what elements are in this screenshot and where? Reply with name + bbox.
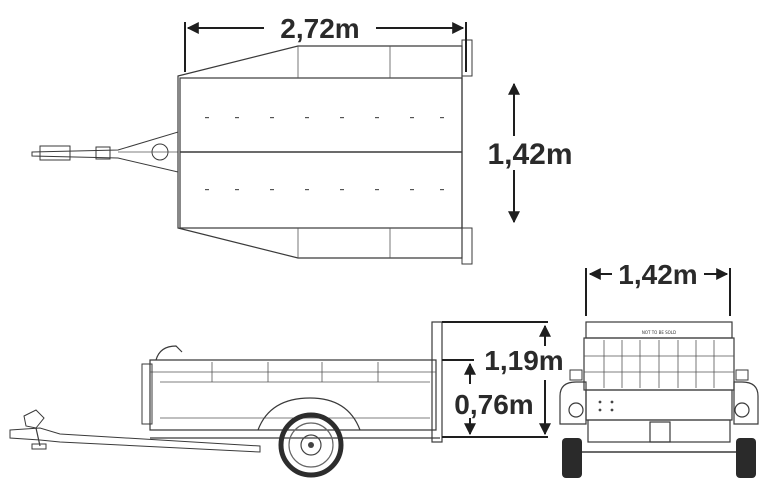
height-bed-label: 0,76m [454, 389, 533, 420]
side-wheel [278, 412, 344, 478]
length-label: 2,72m [280, 13, 359, 44]
width-dimension-top: 1,42m [487, 82, 573, 224]
height-total-label: 1,19m [484, 345, 563, 376]
width-dimension-rear: 1,42m [585, 259, 731, 316]
rear-plate-text: NOT TO BE SOLD [642, 330, 676, 335]
length-dimension: 2,72m [184, 13, 467, 72]
top-bed [177, 39, 473, 265]
top-view: 2,72m 1,42m [31, 13, 573, 265]
side-drawbar [9, 409, 261, 453]
top-drawbar [31, 131, 179, 173]
side-box [141, 321, 443, 443]
width-top-label: 1,42m [487, 138, 572, 171]
height-dimensions: 1,19m 0,76m [442, 321, 564, 438]
side-view: 1,19m 0,76m [9, 321, 564, 478]
width-rear-label: 1,42m [618, 259, 697, 290]
rear-view: 1,42m NOT TO BE SOLD [559, 259, 759, 478]
